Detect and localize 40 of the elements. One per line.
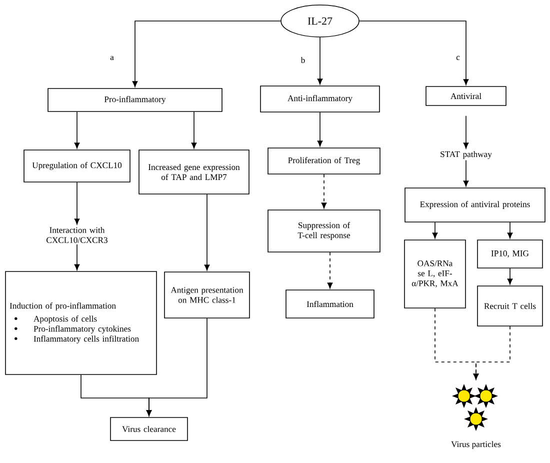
process-box: Induction of pro-inflammation Apoptosis of cells Pro-inflammatory cytokines Inflammatory cells infiltration: [5, 271, 157, 375]
step-text: STAT pathway: [440, 151, 492, 159]
process-box: IP10, MIG: [477, 240, 543, 268]
arrow: [317, 37, 323, 85]
process-box: Proliferation of Treg: [268, 148, 380, 174]
arrow: [132, 20, 281, 88]
arrow: [432, 222, 438, 239]
node-caption: Virus particles: [451, 441, 501, 449]
process-box: Inflammation: [286, 290, 374, 318]
step-text: Interaction with CXCL10/CXCR3: [46, 226, 108, 244]
arrow: [463, 160, 469, 187]
arrow: [321, 174, 327, 209]
arrow: [74, 112, 80, 149]
process-box: Virus clearance: [110, 417, 188, 441]
arrow: [507, 268, 513, 285]
arrow: [507, 222, 513, 239]
edge-label: b: [300, 56, 305, 64]
arrow: [463, 116, 469, 149]
process-box: Recruit T cells: [477, 286, 543, 326]
process-box: Pro-inflammatory: [48, 88, 222, 112]
arrow: [191, 112, 197, 149]
edge-label: a: [110, 56, 114, 60]
arrow: [74, 244, 80, 270]
arrow: [473, 326, 510, 380]
arrow: [317, 112, 323, 147]
process-box: Increased gene expression of TAP and LMP7: [138, 150, 250, 194]
arrow: [359, 20, 469, 86]
arrow: [327, 252, 333, 289]
process-box: Antiviral: [426, 86, 506, 106]
process-box: Suppression of T-cell response: [268, 210, 380, 252]
process-box: Antigen presentation on MHC class-1: [164, 272, 250, 318]
arrow: [204, 194, 210, 271]
edge-label: c: [456, 56, 460, 60]
virus-drawing: [452, 384, 498, 431]
arrow: [74, 182, 80, 225]
process-box: Upregulation of CXCL10: [24, 150, 130, 182]
process-box: Expression of antiviral proteins: [404, 188, 546, 222]
arrow: [146, 318, 208, 416]
process-box: OAS/RNa se L, eIF-α/PKR, MxA: [404, 240, 466, 308]
process-box: Anti-inflammatory: [260, 86, 380, 112]
